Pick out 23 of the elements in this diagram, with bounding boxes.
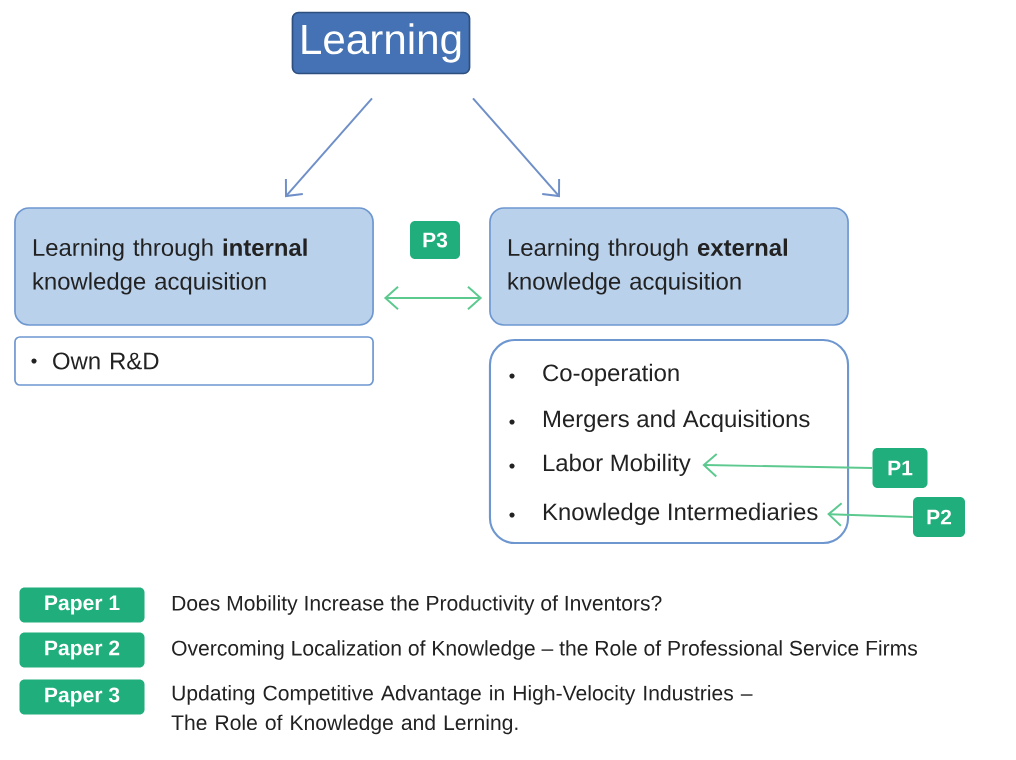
list-item: Co-operation xyxy=(543,363,679,387)
list-item: Mergers and Acquisitions xyxy=(543,409,810,433)
arrow xyxy=(702,453,874,478)
heading-box: Learning xyxy=(291,11,471,75)
paper-tag: P2 xyxy=(913,497,965,537)
arrow xyxy=(827,502,914,527)
list-box xyxy=(488,338,850,545)
category-box: Learning through external knowledge acquisition xyxy=(489,207,849,326)
list-item: Labor Mobility xyxy=(543,453,691,477)
arrow xyxy=(284,97,373,198)
arrow xyxy=(383,285,483,311)
arrow xyxy=(472,97,561,198)
paper-tag: Paper 3 xyxy=(19,679,145,715)
paper-title: Does Mobility Increase the Productivity of Inventors? xyxy=(172,595,662,615)
paper-title: Updating Competitive Advantage in High-Velocity Industries – The Role of Knowledge and Lerning. xyxy=(171,685,753,735)
paper-tag: P1 xyxy=(872,448,928,488)
list-item: Knowledge Intermediaries xyxy=(543,502,818,526)
paper-tag: Paper 1 xyxy=(19,587,145,623)
paper-title: Overcoming Localization of Knowledge – the Role of Professional Service Firms xyxy=(172,640,917,660)
paper-tag: Paper 2 xyxy=(19,632,145,668)
list-box: Own R&D xyxy=(14,336,374,386)
category-box: Learning through internal knowledge acquisition xyxy=(14,207,374,326)
paper-tag: P3 xyxy=(410,221,460,259)
